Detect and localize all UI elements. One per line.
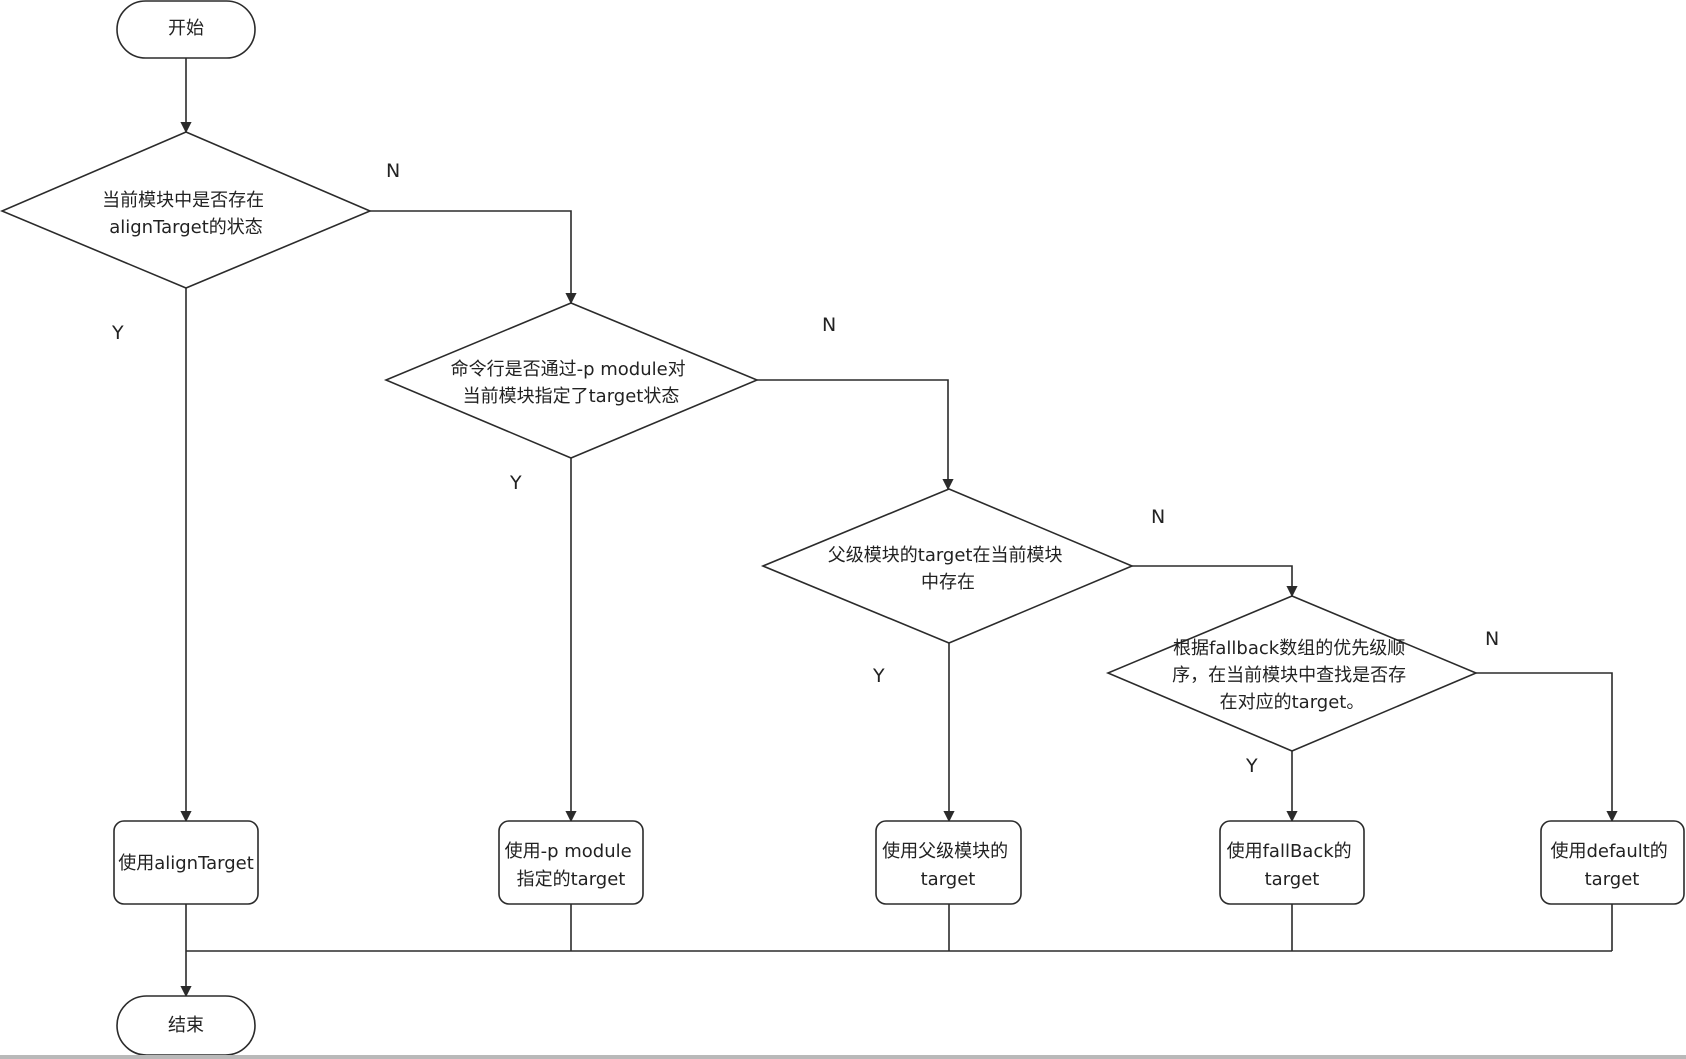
label-decision-4-no: N [1485,628,1499,650]
result-1-line-1: 使用alignTarget [118,853,254,874]
decision-2-text: 命令行是否通过-p module对 当前模块指定了target状态 [451,359,692,407]
result-1: 使用alignTarget [113,820,259,905]
decision-1-diamond [0,131,373,289]
decision-2-diamond [383,302,760,459]
decision-1-text: 当前模块中是否存在 alignTarget的状态 [102,190,270,238]
result-2-line-1: 使用-p module [505,841,632,862]
label-decision-3-yes: Y [872,665,885,687]
decision-2: 命令行是否通过-p module对 当前模块指定了target状态 [383,302,760,459]
start-label: 开始 [168,18,204,39]
label-decision-2-yes: Y [509,472,522,494]
result-3-text: 使用父级模块的 target [882,841,1014,890]
end-label: 结束 [168,1015,204,1036]
label-decision-1-yes: Y [111,322,124,344]
edges [180,58,1618,998]
decision-4-line-2: 序，在当前模块中查找是否存 [1172,665,1406,686]
result-4-line-1: 使用fallBack的 [1227,841,1352,862]
decision-1-line-1: 当前模块中是否存在 [102,190,264,211]
edge-decision-4-no [1476,672,1618,823]
result-4-box [1219,820,1365,905]
start-node: 开始 [116,0,256,59]
result-5-box [1540,820,1685,905]
result-5-line-2: target [1585,869,1640,890]
bottom-border [0,1055,1686,1059]
label-decision-3-no: N [1151,506,1165,528]
decision-4: 根据fallback数组的优先级顺 序，在当前模块中查找是否存 在对应的targ… [1105,595,1479,752]
result-1-box [113,820,259,905]
decision-4-diamond [1105,595,1479,752]
decision-4-text: 根据fallback数组的优先级顺 序，在当前模块中查找是否存 在对应的targ… [1172,638,1412,713]
decision-3-diamond [760,488,1135,644]
edge-decision-2-no [757,379,954,491]
result-3-box [875,820,1022,905]
result-4: 使用fallBack的 target [1219,820,1365,905]
decision-1: 当前模块中是否存在 alignTarget的状态 [0,131,373,289]
decision-2-line-2: 当前模块指定了target状态 [463,386,680,407]
label-decision-4-yes: Y [1245,755,1258,777]
result-3-line-1: 使用父级模块的 [882,841,1008,862]
decision-3-line-2: 中存在 [921,572,975,593]
result-3: 使用父级模块的 target [875,820,1022,905]
result-4-line-2: target [1265,869,1320,890]
result-1-text: 使用alignTarget [118,853,254,874]
decision-1-line-2: alignTarget的状态 [109,217,263,238]
label-decision-1-no: N [386,160,400,182]
result-2-text: 使用-p module 指定的target [505,841,638,890]
edge-decision-1-no [370,210,577,305]
result-2-box [498,820,644,905]
decision-3-line-1: 父级模块的target在当前模块 [828,545,1063,566]
label-decision-2-no: N [822,314,836,336]
decision-3: 父级模块的target在当前模块 中存在 [760,488,1135,644]
edge-decision-3-no [1132,565,1298,598]
decision-3-text: 父级模块的target在当前模块 中存在 [828,545,1068,593]
decision-2-line-1: 命令行是否通过-p module对 [451,359,686,380]
result-2-line-2: 指定的target [517,869,626,890]
result-5-line-1: 使用default的 [1550,841,1667,862]
edge-labels: Y N Y N Y N Y N [111,160,1499,777]
result-3-line-2: target [921,869,976,890]
result-5-text: 使用default的 target [1550,841,1673,890]
start-terminator-shape [116,0,256,59]
result-2: 使用-p module 指定的target [498,820,644,905]
result-5: 使用default的 target [1540,820,1685,905]
end-node: 结束 [116,995,256,1056]
decision-4-line-1: 根据fallback数组的优先级顺 [1173,638,1405,659]
result-4-text: 使用fallBack的 target [1227,841,1358,890]
decision-4-line-3: 在对应的target。 [1220,692,1365,713]
